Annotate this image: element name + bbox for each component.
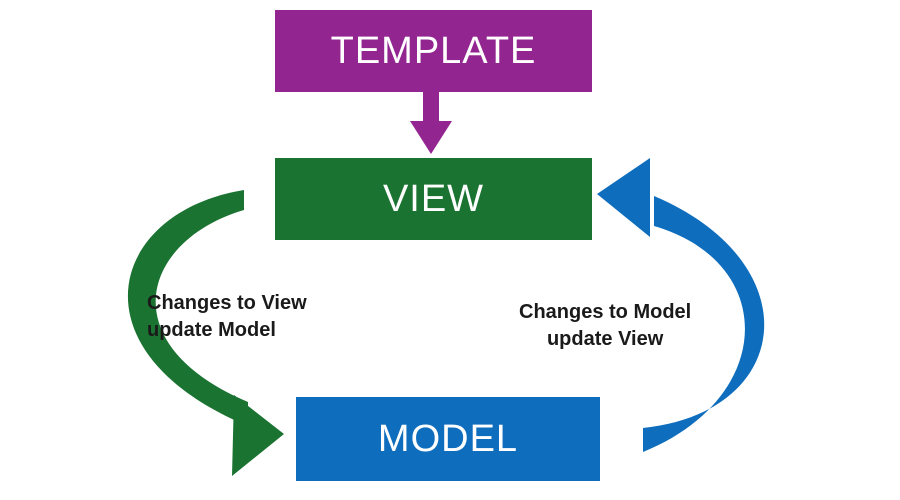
template-label: TEMPLATE (330, 29, 537, 72)
caption-line: Changes to View (147, 292, 307, 314)
template-to-view-arrow (410, 92, 452, 154)
view-label: VIEW (382, 177, 485, 220)
view-to-model-arrow (127, 190, 284, 476)
caption-line: update Model (147, 319, 276, 341)
caption-line: update View (546, 328, 664, 350)
model-label: MODEL (377, 417, 519, 460)
model-to-view-arrow (597, 158, 765, 452)
caption-line: Changes to Model (519, 301, 692, 323)
view-updates-model-caption: Changes to View update Model (147, 290, 307, 344)
view-box: VIEW (275, 158, 592, 240)
model-box: MODEL (296, 397, 600, 481)
template-box: TEMPLATE (275, 10, 592, 92)
model-updates-view-caption: Changes to Model update View (519, 299, 691, 353)
